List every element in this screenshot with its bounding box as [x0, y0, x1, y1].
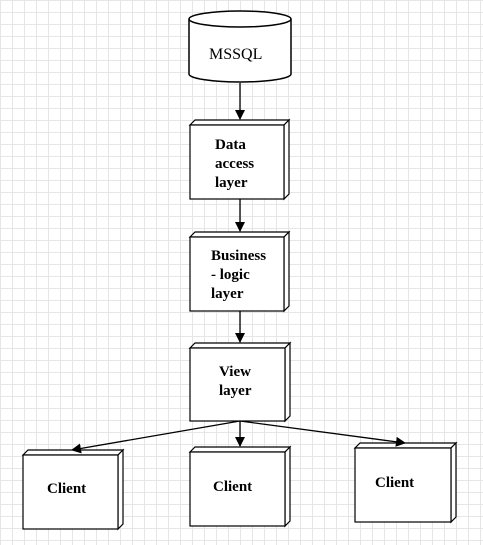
client-label-center: Client	[213, 479, 253, 495]
data-access-layer-label: Data access layer	[215, 136, 254, 193]
client-box-left	[21, 448, 125, 531]
data-access-layer-label-line-3: layer	[215, 175, 248, 191]
business-logic-layer-label: Business - logic layer	[211, 247, 266, 304]
data-access-layer-box	[188, 118, 291, 201]
data-access-layer-label-line-1: Data	[215, 137, 246, 153]
business-logic-layer-label-line-3: layer	[211, 286, 244, 302]
business-logic-layer-label-line-1: Business	[211, 248, 267, 264]
client-label-right: Client	[375, 475, 415, 491]
arrow-view-to-client-right	[239, 420, 406, 447]
arrow-view-to-client-left	[71, 420, 241, 454]
client-box-right	[353, 441, 458, 524]
database-cylinder	[188, 10, 292, 83]
view-layer-box	[188, 341, 292, 423]
database-label: MSSQL	[209, 46, 263, 63]
view-layer-label-line-1: View	[219, 364, 251, 380]
client-box-center	[188, 445, 292, 528]
view-layer-label-line-2: layer	[219, 383, 252, 399]
data-access-layer-label-line-2: access	[215, 156, 255, 172]
business-logic-layer-box	[188, 230, 291, 313]
business-logic-layer-label-line-2: - logic	[211, 267, 250, 283]
view-layer-label: View layer	[219, 363, 251, 401]
client-label-left: Client	[47, 481, 87, 497]
